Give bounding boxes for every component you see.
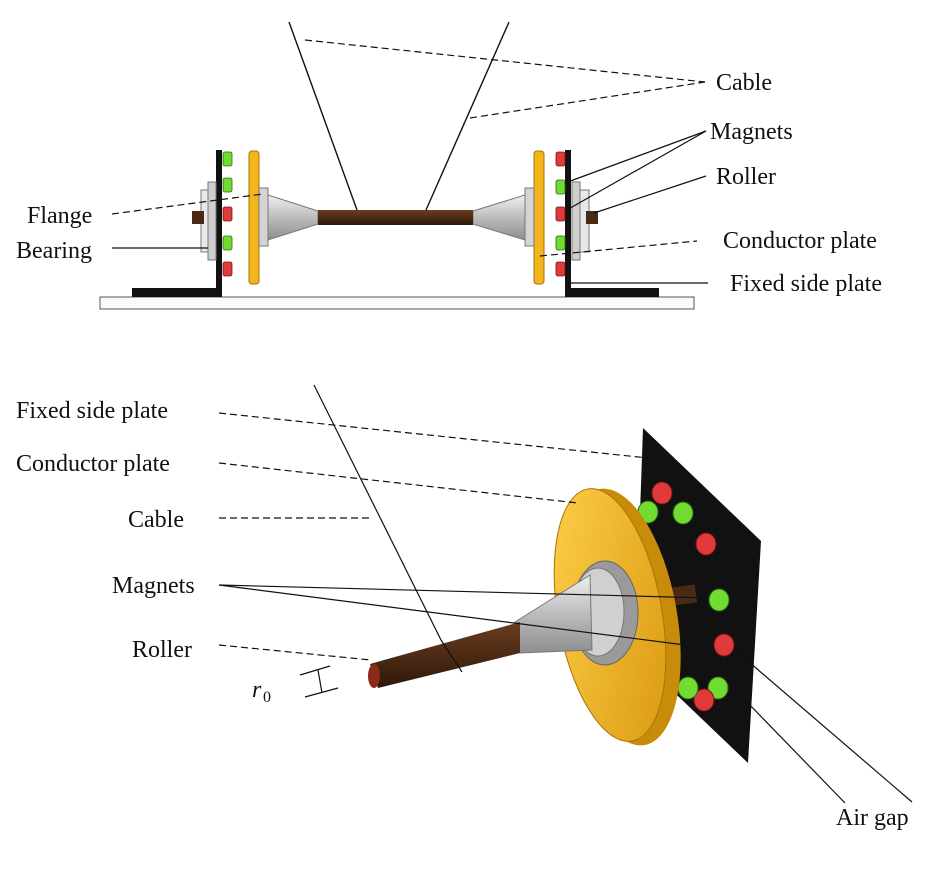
right-hub (524, 187, 535, 247)
label-magnets-iso: Magnets (112, 573, 195, 599)
right-magnets (555, 151, 566, 277)
label-magnets-top: Magnets (710, 119, 793, 145)
iso-roller-stub (670, 584, 698, 606)
right-flange (571, 181, 581, 261)
left-roller-cone (267, 194, 319, 241)
label-flange: Flange (27, 203, 92, 229)
side-view: Cable Magnets Roller Conductor plate Fix… (16, 21, 882, 310)
left-conductor-plate (248, 150, 260, 285)
radius-dimension (299, 665, 339, 698)
cable-right (425, 21, 510, 211)
label-roller-iso: Roller (132, 637, 192, 663)
label-fixed-side-plate-top: Fixed side plate (730, 271, 882, 297)
label-bearing: Bearing (16, 238, 92, 264)
right-roller-stub (586, 211, 598, 224)
iso-view: Fixed side plate Conductor plate Cable M… (16, 384, 913, 831)
right-conductor-plate (533, 150, 545, 285)
iso-cable (313, 384, 442, 641)
label-air-gap: Air gap (836, 805, 909, 831)
left-magnets (222, 151, 233, 277)
iso-roller-end (368, 664, 380, 688)
roller-rod (318, 210, 473, 225)
base-plate (99, 296, 695, 310)
iso-roller-rod (370, 622, 520, 688)
left-hub (258, 187, 269, 247)
left-roller-stub (192, 211, 204, 224)
label-cable-iso: Cable (128, 507, 184, 533)
label-cable-top: Cable (716, 70, 772, 96)
label-conductor-plate-top: Conductor plate (723, 228, 877, 254)
iso-roller-cone (514, 574, 593, 654)
right-roller-cone (472, 194, 526, 241)
left-flange (207, 181, 217, 261)
cable-left (288, 21, 358, 211)
label-fixed-side-plate-iso: Fixed side plate (16, 398, 168, 424)
iso-cable-front (440, 639, 463, 673)
label-radius-symbol: r (252, 677, 262, 703)
label-radius-subscript: 0 (263, 689, 271, 706)
label-roller-top: Roller (716, 164, 776, 190)
label-conductor-plate-iso: Conductor plate (16, 451, 170, 477)
iso-magnets (637, 481, 735, 712)
